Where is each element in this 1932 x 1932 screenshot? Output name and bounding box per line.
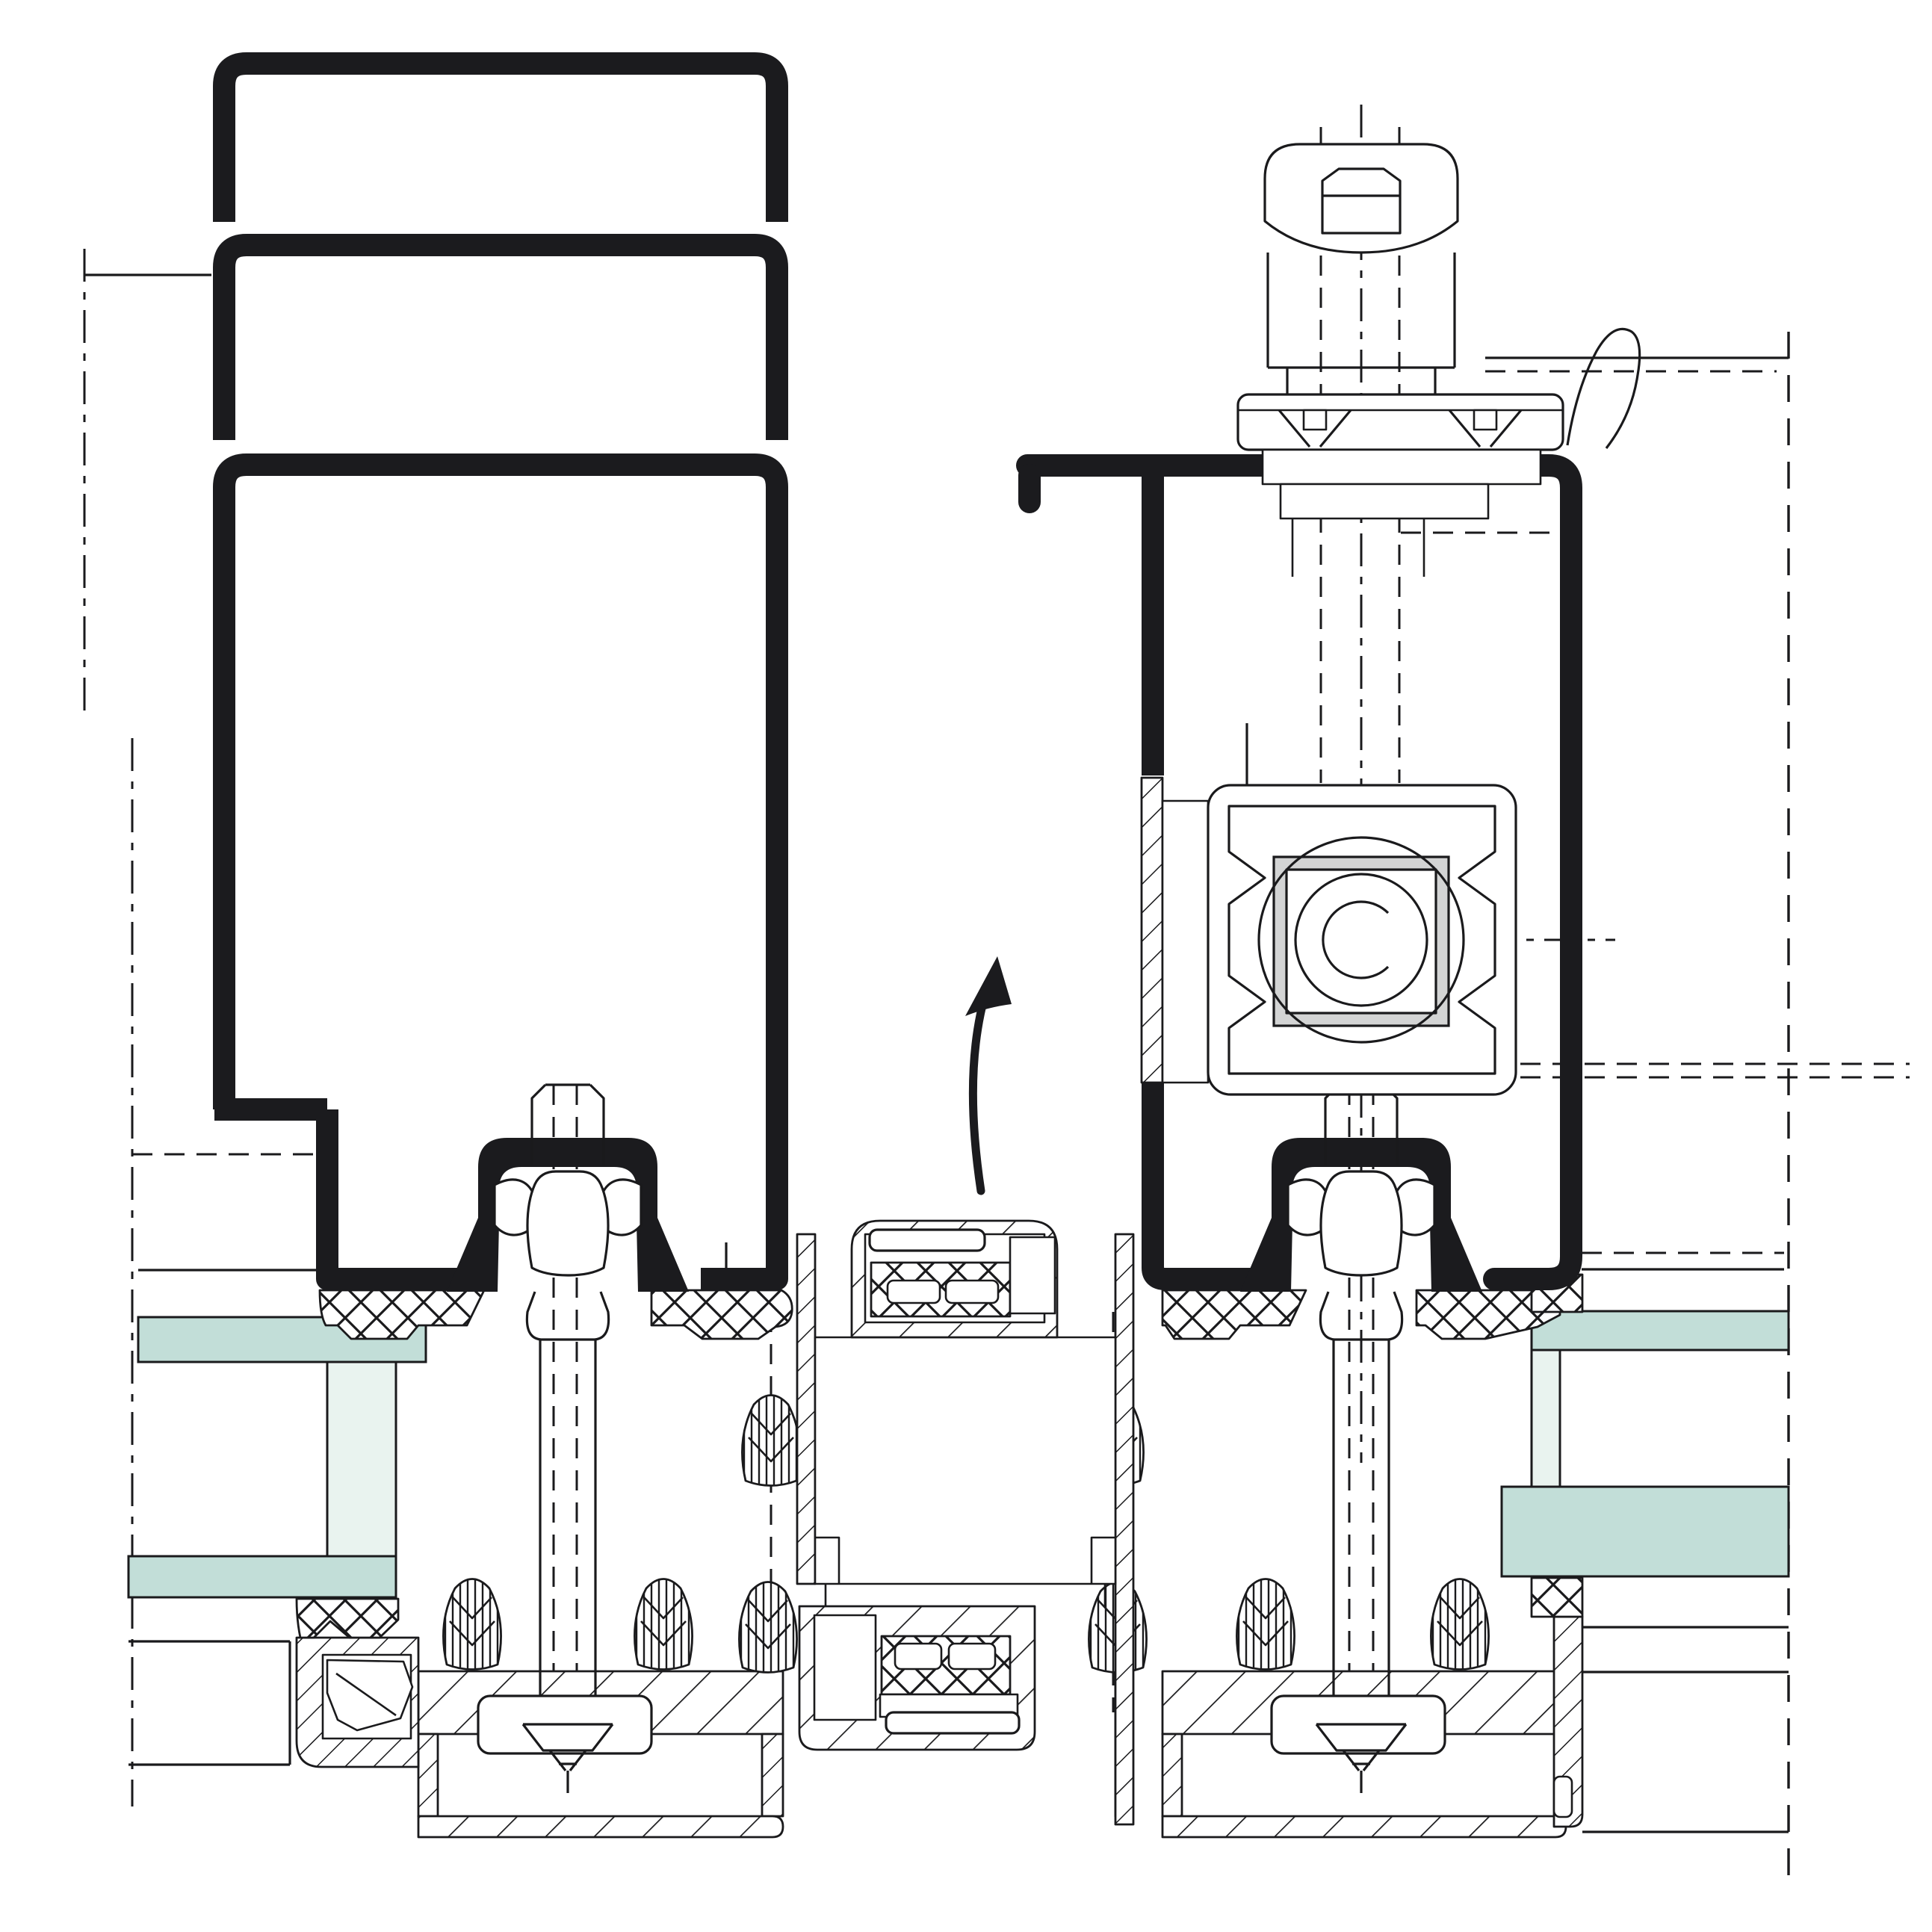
carrier-top-slot-a xyxy=(886,1279,941,1304)
glass-pane-right-outer xyxy=(1530,1310,1790,1352)
gasket-glass-edge-left xyxy=(295,1597,400,1639)
bore-thread-arc xyxy=(1322,900,1390,979)
carrier-top-slot-b xyxy=(944,1279,1000,1304)
clamp-stubs xyxy=(1291,518,1425,577)
hanger-bolt-with-clamp-plate xyxy=(1236,143,1641,577)
arrow-head xyxy=(965,956,1012,1016)
frame-bottom-left xyxy=(417,1815,784,1839)
fir-gasket xyxy=(634,1578,693,1671)
thin-reference-lines xyxy=(84,273,1789,1833)
insulated-glass-unit-right xyxy=(1500,1310,1790,1578)
frame-wall-right-b xyxy=(1161,1733,1183,1818)
glazing-gaskets-crosshatched xyxy=(295,1273,1584,1639)
carrier-bottom-slotbar xyxy=(885,1711,1021,1735)
frame-bottom-right xyxy=(1161,1815,1567,1839)
left-cover-cap-profile-broken xyxy=(213,52,788,1795)
glass-pane-right-inner xyxy=(1500,1485,1790,1578)
fir-gasket xyxy=(1236,1578,1295,1671)
vent-left-wall-lower xyxy=(1142,1082,1257,1290)
clamp-plate xyxy=(1236,393,1564,451)
mullion-cavity xyxy=(814,1336,1117,1585)
bore-circle-mid xyxy=(1294,873,1428,1007)
gasket-left-inner xyxy=(650,1289,793,1340)
mullion-gasket-carrier-bottom xyxy=(798,1605,1036,1751)
mullion-gasket-carrier-top xyxy=(850,1219,1059,1339)
frame-wall-left-b xyxy=(761,1733,784,1818)
fir-gasket xyxy=(442,1578,502,1671)
carrier-top-box xyxy=(1009,1236,1056,1315)
glass-pane-left-inner xyxy=(127,1555,397,1599)
glazing-bead-right xyxy=(1552,1615,1584,1828)
carrier-bottom-cavity xyxy=(813,1614,877,1721)
vent-top-and-right xyxy=(1016,454,1582,1290)
fir-gasket xyxy=(741,1394,801,1487)
gasket-right-outer xyxy=(1161,1289,1307,1340)
frame-wall-left-a xyxy=(417,1733,439,1818)
vent-frame-profile xyxy=(1016,454,1582,1795)
bore-circle-outer xyxy=(1257,836,1465,1044)
gasket-hook-right xyxy=(1566,327,1641,449)
arrow-shaft xyxy=(968,982,992,1195)
cap-segment-2 xyxy=(213,234,788,440)
fir-gasket xyxy=(1430,1578,1490,1671)
insulated-glass-unit-left xyxy=(127,1316,427,1599)
cap-segment-3 xyxy=(213,453,788,1290)
gasket-left-outer xyxy=(318,1289,486,1340)
cap-segment-1 xyxy=(213,52,788,222)
bead-box-right xyxy=(1552,1775,1573,1818)
clamp-subplate-1 xyxy=(1261,448,1542,486)
countersunk-screw-left xyxy=(1278,409,1352,484)
carrier-top-slotbar xyxy=(868,1228,986,1252)
mullion-cavity-steps xyxy=(815,1536,1115,1608)
bolt-body xyxy=(1266,253,1456,394)
clamp-block-with-bolt-bore xyxy=(1140,776,1517,1096)
countersunk-screw-right xyxy=(1448,409,1523,484)
bushing-bore xyxy=(1285,868,1437,1015)
wedge-gasket-left-line xyxy=(335,1672,397,1717)
direction-arrow xyxy=(965,956,1012,1195)
mullion-wall-right xyxy=(1114,1233,1135,1826)
carrier-bottom-slot-a xyxy=(894,1642,943,1671)
mullion-wall-left xyxy=(796,1233,817,1585)
fir-gasket xyxy=(738,1581,798,1674)
carrier-bottom-slot-b xyxy=(947,1642,997,1671)
mullion-body xyxy=(796,1233,1135,1826)
block-side-plate xyxy=(1161,799,1210,1084)
block-inner-notched xyxy=(1227,805,1496,1075)
clamp-subplate-2 xyxy=(1279,483,1490,520)
gasket-glass-edge-right xyxy=(1530,1576,1584,1618)
bolt-hex-socket xyxy=(1321,167,1402,235)
glass-spacer-left xyxy=(326,1360,397,1558)
glass-spacer-right xyxy=(1530,1349,1561,1488)
block-side-hatch xyxy=(1140,776,1164,1084)
cap-step xyxy=(214,1098,463,1290)
bolt-head xyxy=(1263,143,1459,254)
